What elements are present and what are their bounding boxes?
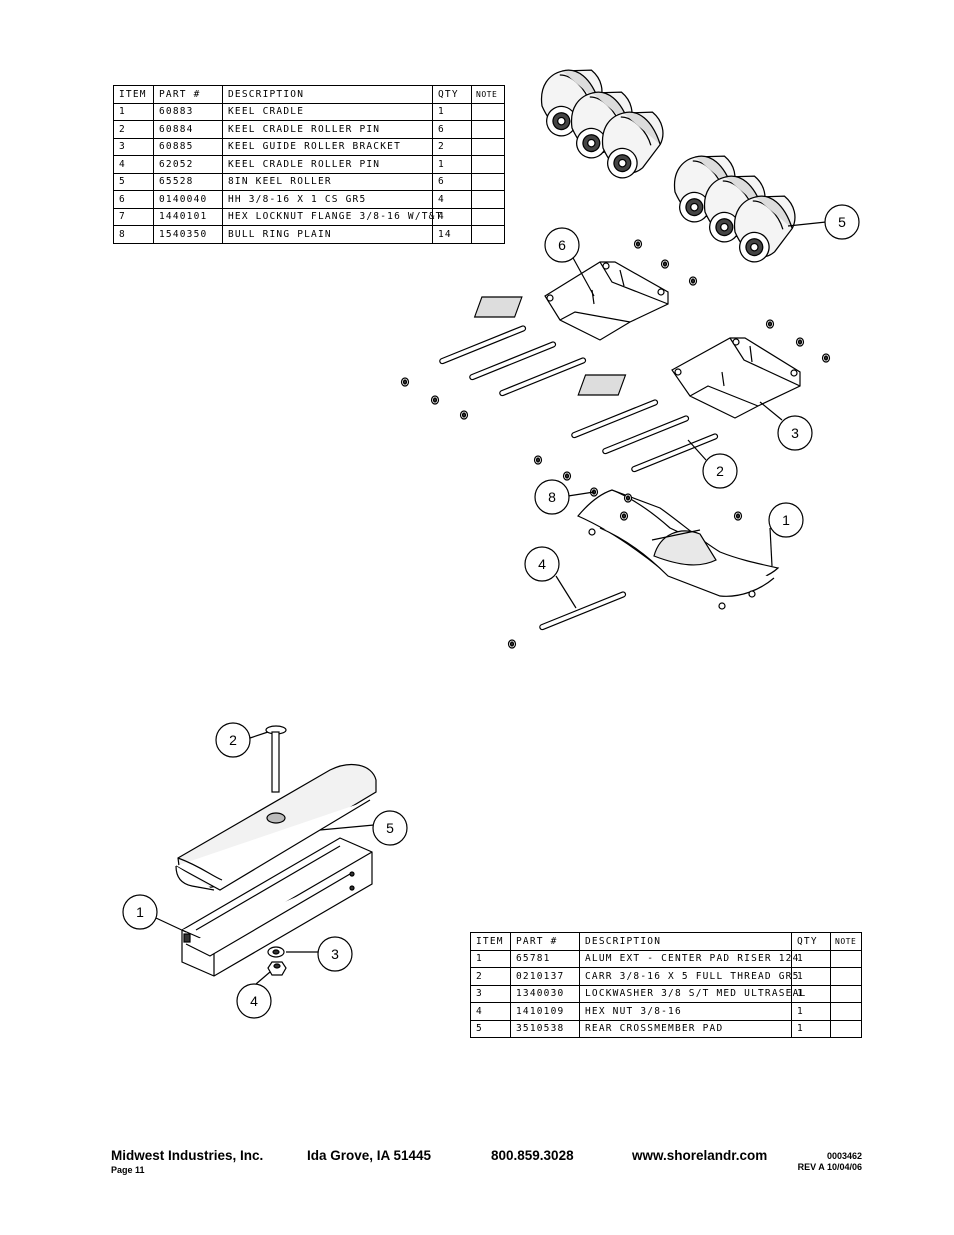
svg-text:8: 8 bbox=[548, 489, 556, 505]
table-header-row: ITEM PART # DESCRIPTION QTY NOTE bbox=[113, 85, 505, 104]
roller-group-lower bbox=[658, 140, 809, 269]
svg-text:1: 1 bbox=[782, 512, 790, 528]
cell-note bbox=[830, 1002, 862, 1021]
callout-4: 4 bbox=[236, 983, 272, 1019]
col-item-header: ITEM bbox=[470, 932, 511, 951]
keel-cradle bbox=[577, 489, 780, 610]
callout-1: 1 bbox=[122, 894, 158, 930]
callout-group-top: 6 5 3 2 8 1 4 bbox=[524, 204, 860, 582]
svg-text:2: 2 bbox=[229, 732, 237, 748]
callout-2: 2 bbox=[702, 453, 738, 489]
footer-company: Midwest Industries, Inc. bbox=[111, 1148, 264, 1163]
callout-5: 5 bbox=[824, 204, 860, 240]
cell-item: 3 bbox=[470, 984, 511, 1003]
cell-note bbox=[830, 967, 862, 986]
cell-item: 1 bbox=[470, 949, 511, 968]
cell-description: LOCKWASHER 3/8 S/T MED ULTRASEAL bbox=[579, 984, 805, 1003]
callout-3: 3 bbox=[317, 936, 353, 972]
col-qty-header: QTY bbox=[791, 932, 831, 951]
crossmember-pad bbox=[175, 763, 377, 891]
carriage-bolt bbox=[265, 725, 287, 793]
cell-qty: 1 bbox=[791, 1002, 831, 1021]
col-part-header: PART # bbox=[510, 932, 580, 951]
cell-qty: 1 bbox=[791, 1019, 831, 1038]
callout-group-bottom: 2 5 1 3 4 bbox=[122, 722, 408, 1019]
leader-lines bbox=[555, 221, 827, 609]
footer-page-number: Page 11 bbox=[111, 1165, 145, 1175]
alum-extrusion bbox=[181, 837, 373, 977]
cell-description: ALUM EXT - CENTER PAD RISER 124 bbox=[579, 949, 798, 968]
cell-item: 4 bbox=[470, 1002, 511, 1021]
cell-part: 65781 bbox=[510, 949, 580, 968]
svg-text:3: 3 bbox=[331, 946, 339, 962]
leader-lines-bottom bbox=[155, 731, 375, 985]
callout-1: 1 bbox=[768, 502, 804, 538]
footer-revision: REV A 10/04/06 bbox=[797, 1162, 862, 1172]
svg-text:4: 4 bbox=[538, 556, 546, 572]
cell-qty: 14 bbox=[432, 225, 472, 244]
cell-item: 2 bbox=[470, 967, 511, 986]
roller-group-upper bbox=[525, 54, 677, 185]
cell-qty: 1 bbox=[791, 949, 831, 968]
cell-description: HEX NUT 3/8-16 bbox=[579, 1002, 792, 1021]
cell-note bbox=[830, 984, 862, 1003]
cell-note bbox=[830, 949, 862, 968]
cell-part: 0210137 bbox=[510, 967, 580, 986]
cell-description: CARR 3/8-16 X 5 FULL THREAD GR5 bbox=[579, 967, 798, 986]
svg-text:2: 2 bbox=[716, 463, 724, 479]
callout-2: 2 bbox=[215, 722, 251, 758]
footer-city: Ida Grove, IA 51445 bbox=[307, 1148, 432, 1163]
svg-text:5: 5 bbox=[838, 214, 846, 230]
cell-description: BULL RING PLAIN bbox=[222, 225, 433, 244]
svg-text:6: 6 bbox=[558, 237, 566, 253]
cell-part: 1410109 bbox=[510, 1002, 580, 1021]
cell-description: REAR CROSSMEMBER PAD bbox=[579, 1019, 792, 1038]
guide-bracket-upper bbox=[473, 261, 669, 341]
callout-6: 6 bbox=[544, 227, 580, 263]
cell-qty: 1 bbox=[791, 967, 831, 986]
guide-bracket-lower bbox=[577, 337, 801, 419]
keel-cradle-exploded-drawing: 6 5 3 2 8 1 4 bbox=[400, 54, 860, 649]
cell-part: 1340030 bbox=[510, 984, 580, 1003]
col-description-header: DESCRIPTION bbox=[579, 932, 792, 951]
callout-4: 4 bbox=[524, 546, 560, 582]
svg-text:5: 5 bbox=[386, 820, 394, 836]
footer-website[interactable]: www.shorelandr.com bbox=[632, 1148, 768, 1163]
footer-doc-number: 0003462 bbox=[826, 1151, 862, 1161]
callout-5: 5 bbox=[372, 810, 408, 846]
col-note-header: NOTE bbox=[830, 932, 862, 951]
lockwasher-and-nut bbox=[267, 946, 287, 976]
cell-item: 5 bbox=[470, 1019, 511, 1038]
cell-qty: 1 bbox=[791, 984, 831, 1003]
callout-8: 8 bbox=[534, 479, 570, 515]
svg-text:3: 3 bbox=[791, 425, 799, 441]
footer-phone: 800.859.3028 bbox=[491, 1148, 574, 1163]
svg-text:4: 4 bbox=[250, 993, 258, 1009]
cell-note bbox=[471, 225, 505, 244]
callout-3: 3 bbox=[777, 415, 813, 451]
table-header-row: ITEM PART # DESCRIPTION QTY NOTE bbox=[470, 932, 862, 951]
cell-part: 3510538 bbox=[510, 1019, 580, 1038]
svg-text:1: 1 bbox=[136, 904, 144, 920]
cell-note bbox=[830, 1019, 862, 1038]
col-note-header: NOTE bbox=[471, 85, 505, 104]
